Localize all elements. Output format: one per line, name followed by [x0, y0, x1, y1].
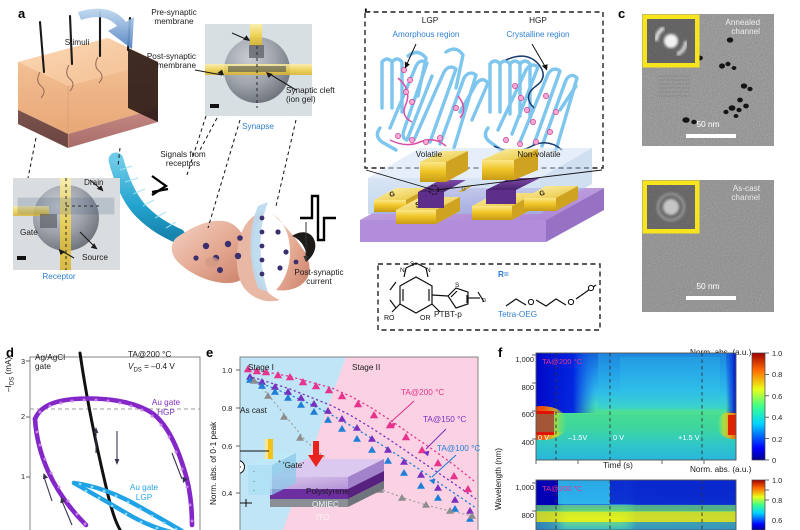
subscript-n: n	[482, 297, 486, 304]
label-inset-polystyrene: Polystyrene	[306, 487, 349, 496]
panel-f-letter: f	[498, 345, 503, 360]
label-inset-ito: ITO	[316, 513, 330, 522]
atom-label-n1: N	[400, 267, 405, 274]
label-post-synaptic-membrane: Post-synaptic membrane	[146, 52, 196, 71]
label-inset-gate: 'Gate'	[283, 461, 304, 470]
label-ptbt-p: PTBT-p	[434, 310, 462, 319]
panel-f-bot-ytick-800: 800	[521, 511, 534, 520]
label-pre-synaptic-membrane: Pre-synaptic membrane	[151, 8, 197, 27]
label-r-equals: R=	[498, 270, 509, 279]
panel-f-cbar-title-top: Norm. abs. (a.u.)	[690, 348, 752, 357]
label-crystalline-region: Crystalline region	[506, 30, 570, 39]
panel-f-bot-ctick-08: 0.8	[772, 496, 783, 505]
panel-d-ytick-3: 3	[21, 357, 26, 366]
panel-f-ctick-04: 0.4	[772, 413, 783, 422]
label-hgp: HGP	[529, 16, 547, 25]
vds-value: = –0.4 V	[141, 362, 175, 371]
label-agagcl-gate: Ag/AgCl gate	[35, 353, 66, 372]
label-signals-from-receptors: Signals from receptors	[160, 150, 206, 169]
panel-d-plot	[26, 351, 201, 530]
label-au-gate-lgp: Au gate LGP	[129, 483, 159, 502]
panel-f-vann-0v-a: 0 V	[538, 433, 550, 442]
panel-f-ctick-06: 0.6	[772, 392, 783, 401]
label-tetra-oeg: Tetra-OEG	[498, 310, 538, 319]
panel-f-cbar-title-bottom: Norm. abs. (a.u.)	[690, 465, 752, 474]
panel-e-plot: + - - -	[236, 356, 479, 530]
panel-b-graphics: G S S G G	[360, 11, 604, 331]
atom-label-s2: S	[455, 282, 460, 289]
label-au-gate-hgp: Au gate HGP	[151, 398, 181, 417]
panel-f-ctick-08: 0.8	[772, 370, 783, 379]
panel-d-ytick-2: 2	[21, 412, 26, 421]
label-volatile: Volatile	[415, 150, 443, 159]
label-stage-2: Stage II	[352, 363, 381, 372]
panel-e-ytick-08: 0.8	[222, 404, 233, 413]
svg-text:+: +	[278, 459, 281, 465]
panel-a-letter: a	[18, 6, 26, 21]
label-stage-1: Stage I	[248, 363, 274, 372]
panel-f-bot-ytick-1000: 1,000	[515, 483, 535, 492]
label-source: Source	[82, 253, 108, 262]
panel-f-top-ytick-1000: 1,000	[515, 355, 535, 364]
panel-f-vann-pos15: +1.5 V	[678, 433, 700, 442]
label-synapse: Synapse	[242, 122, 274, 131]
panel-f-top-ytick-600: 600	[521, 410, 534, 419]
group-ro: RO	[384, 315, 395, 322]
label-inset-omiec: OMIEC	[312, 500, 339, 509]
panel-f-vann-0v-b: 0 V	[613, 433, 625, 442]
atom-label-s: S	[410, 261, 415, 268]
label-vds: VDS = –0.4 V	[128, 362, 175, 374]
label-non-volatile: Non-volatile	[517, 150, 561, 159]
atom-label-n2: N	[426, 267, 431, 274]
vds-symbol: V	[128, 362, 134, 371]
label-lgp: LGP	[421, 16, 439, 25]
svg-text:-: -	[253, 469, 255, 475]
vds-sub: DS	[133, 367, 142, 374]
panel-f-top-ytick-400: 400	[521, 438, 534, 447]
label-stimuli: Stimuli	[64, 38, 90, 47]
label-gate: Gate	[20, 228, 38, 237]
label-ascast-channel: As-cast channel	[731, 184, 760, 203]
panel-f-vann-neg15: –1.5V	[568, 433, 588, 442]
label-amorphous-region: Amorphous region	[392, 30, 460, 39]
panel-d-letter: d	[6, 345, 14, 360]
panel-c-letter: c	[618, 6, 626, 21]
label-post-synaptic-current: Post-synaptic current	[294, 268, 344, 287]
label-drain: Drain	[84, 178, 104, 187]
panel-d-ytick-1: 1	[21, 472, 26, 481]
panel-c-graphics	[642, 14, 774, 312]
panel-f-ctick-10: 1.0	[772, 349, 783, 358]
label-as-cast: As cast	[240, 406, 267, 415]
panel-f-ctick-00: 0	[772, 456, 777, 465]
electrode-g-left: G	[389, 191, 397, 199]
svg-text:-: -	[253, 488, 255, 494]
electrode-g-right: G	[539, 190, 547, 198]
panel-a-graphics	[13, 8, 336, 302]
panel-f-tag-top: TA@200 °C	[542, 357, 583, 366]
label-series-ta100: TA@100 °C	[437, 444, 481, 453]
panel-e-ytick-10: 1.0	[222, 366, 233, 375]
group-or: OR	[420, 315, 431, 322]
panel-f-bot-ctick-06: 0.6	[772, 516, 783, 525]
panel-f-ctick-02: 0.2	[772, 435, 783, 444]
panel-e-ytick-04: 0.4	[222, 489, 233, 498]
label-series-ta150: TA@150 °C	[423, 415, 467, 424]
scalebar-label-bottom: 50 nm	[696, 281, 720, 291]
label-series-ta200: TA@200 °C	[401, 388, 445, 397]
panel-f-bot-ctick-10: 1.0	[772, 476, 783, 485]
label-receptor: Receptor	[42, 272, 76, 281]
label-synaptic-cleft: Synaptic cleft (ion gel)	[286, 86, 335, 105]
panel-f-xlabel: Time (s)	[603, 461, 633, 470]
panel-f-tag-bottom: TA@200 °C	[542, 484, 583, 493]
panel-f-top-ytick-800: 800	[521, 383, 534, 392]
svg-text:-: -	[253, 479, 255, 485]
label-ta-200: TA@200 °C	[128, 350, 172, 359]
scalebar-label-top: 50 nm	[696, 119, 720, 129]
panel-f-plot	[532, 352, 769, 530]
label-annealed-channel: Annealed channel	[725, 18, 760, 37]
panel-e-ytick-06: 0.6	[222, 442, 233, 451]
panel-e-letter: e	[206, 345, 214, 360]
electrode-g-mid: G	[461, 186, 467, 193]
